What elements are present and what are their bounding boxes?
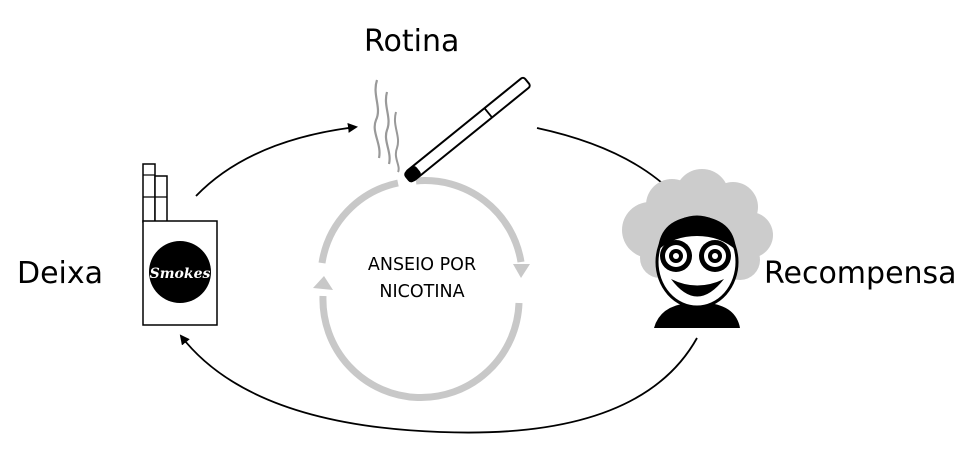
craving-label: ANSEIO POR NICOTINA	[334, 252, 510, 306]
craving-cycle	[313, 177, 530, 401]
arrow-cue-to-routine	[195, 123, 358, 197]
routine-label: Rotina	[364, 24, 460, 59]
happy-face-icon	[622, 169, 773, 328]
craving-label-line1: ANSEIO POR	[367, 255, 477, 275]
cigarette-pack-icon: Smokes	[142, 163, 218, 326]
pack-brand-text: Smokes	[150, 266, 211, 282]
reward-label: Recompensa	[764, 256, 957, 291]
craving-label-line2: NICOTINA	[379, 282, 465, 302]
arrow-reward-to-cue	[179, 334, 698, 434]
lit-cigarette-icon	[373, 76, 531, 183]
cue-label: Deixa	[17, 256, 104, 291]
